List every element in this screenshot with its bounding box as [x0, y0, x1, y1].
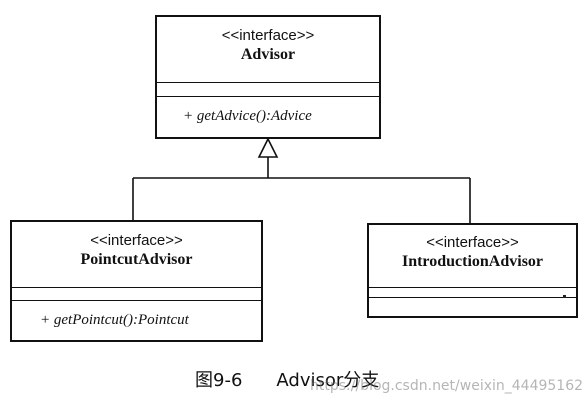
scan-dot-mark [563, 295, 566, 298]
advisor-method-get-advice: + getAdvice():Advice [183, 108, 312, 124]
introduction-advisor-header: <<interface>> IntroductionAdvisor [369, 225, 576, 287]
figure-title: Advisor分支 [276, 370, 380, 391]
pointcut-advisor-attributes-section [12, 287, 261, 300]
advisor-stereotype: <<interface>> [221, 27, 315, 44]
introduction-advisor-stereotype: <<interface>> [426, 234, 519, 251]
generalization-line [132, 157, 471, 223]
introduction-advisor-class-name: IntroductionAdvisor [401, 253, 544, 270]
advisor-header: <<interface>> Advisor [157, 17, 379, 82]
pointcut-advisor-header: <<interface>> PointcutAdvisor [12, 222, 261, 287]
watermark-text: https://blog.csdn.net/weixin_44495162 [310, 378, 584, 394]
pointcut-advisor-methods-section: + getPointcut():Pointcut [12, 300, 261, 340]
figure-caption: 图9-6 Advisor分支 [195, 370, 379, 392]
advisor-attributes-section [157, 82, 379, 96]
advisor-methods-section: + getAdvice():Advice [157, 96, 379, 137]
introduction-advisor-attributes-section [369, 287, 576, 297]
figure-number: 图9-6 [195, 370, 243, 391]
advisor-class-name: Advisor [240, 46, 296, 63]
pointcut-advisor-class-name: PointcutAdvisor [80, 251, 193, 268]
introduction-advisor-interface-box: <<interface>> IntroductionAdvisor [367, 223, 578, 318]
pointcut-advisor-interface-box: <<interface>> PointcutAdvisor + getPoint… [10, 220, 263, 342]
introduction-advisor-methods-section [369, 295, 576, 316]
generalization-arrowhead [257, 137, 279, 158]
pointcut-advisor-method-get-pointcut: + getPointcut():Pointcut [40, 312, 189, 328]
pointcut-advisor-stereotype: <<interface>> [90, 232, 183, 249]
advisor-interface-box: <<interface>> Advisor + getAdvice():Advi… [155, 15, 381, 139]
